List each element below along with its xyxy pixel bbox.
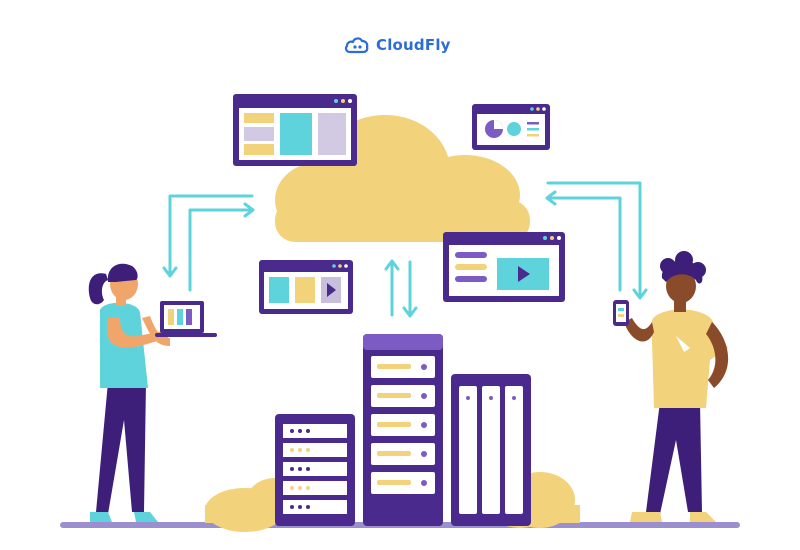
video-window	[443, 232, 565, 302]
sync-arrows-right	[545, 181, 648, 300]
server-rack-left	[275, 414, 355, 526]
brand-name: CloudFly	[376, 36, 451, 54]
sync-arrows-left	[162, 194, 255, 292]
media-window	[259, 260, 353, 314]
server-rack-right	[451, 374, 531, 526]
man-with-phone	[613, 251, 729, 522]
dashboard-window	[233, 94, 357, 166]
cloud-logo-icon	[344, 37, 369, 54]
brand-logo: CloudFly	[344, 36, 451, 54]
woman-with-laptop	[88, 263, 217, 522]
sync-arrows-center	[384, 259, 418, 318]
server-rack-center	[363, 334, 443, 526]
chart-window	[472, 104, 550, 150]
